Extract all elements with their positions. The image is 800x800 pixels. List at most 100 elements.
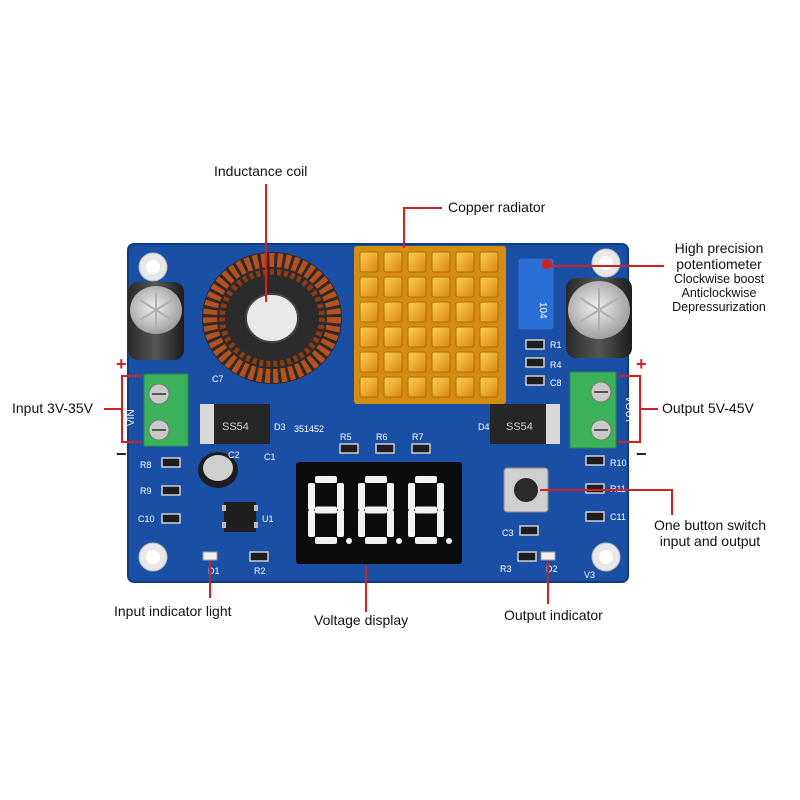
output-terminal: [569, 371, 617, 449]
chip-u1: [222, 502, 258, 532]
display-segment: [408, 483, 415, 510]
display-segment: [337, 483, 344, 510]
heatsink-fin: [407, 251, 427, 273]
smd-component: [375, 443, 395, 454]
display-segment: [415, 476, 437, 483]
output-minus-mark: −: [636, 444, 647, 464]
smd-component: [525, 357, 545, 368]
smd-component: [161, 513, 181, 524]
heatsink-fin: [431, 251, 451, 273]
display-segment: [315, 506, 337, 514]
display-segment: [365, 506, 387, 514]
label-output-indicator: Output indicator: [504, 607, 603, 623]
label-output-range: Output 5V-45V: [662, 400, 754, 416]
heatsink-fin: [479, 276, 499, 298]
potentiometer-line-5: Depressurization: [672, 300, 766, 314]
mounting-hole: [138, 252, 168, 282]
display-decimal-point: [446, 538, 452, 544]
copper-radiator: [354, 246, 506, 404]
display-segment: [408, 510, 415, 537]
display-segment: [365, 476, 387, 483]
leader-input: [104, 375, 142, 443]
smd-component: [585, 511, 605, 522]
heatsink-fin: [455, 326, 475, 348]
silk-u1: U1: [262, 514, 274, 524]
heatsink-fin: [431, 376, 451, 398]
heatsink-fin: [455, 351, 475, 373]
silk-d3: D3: [274, 422, 286, 432]
silk-d4: D4: [478, 422, 490, 432]
display-segment: [308, 510, 315, 537]
heatsink-fin: [479, 351, 499, 373]
heatsink-fin: [359, 276, 379, 298]
heatsink-fin: [479, 251, 499, 273]
silk-c7: C7: [212, 374, 224, 384]
silk-c10: C10: [138, 514, 155, 524]
display-decimal-point: [346, 538, 352, 544]
smd-component: [519, 525, 539, 536]
mounting-hole: [138, 542, 168, 572]
heatsink-fin: [431, 351, 451, 373]
heatsink-fin: [383, 326, 403, 348]
label-copper-radiator: Copper radiator: [448, 199, 546, 215]
heatsink-fin: [407, 276, 427, 298]
smd-component: [525, 375, 545, 386]
display-segment: [308, 483, 315, 510]
silk-r10: R10: [610, 458, 627, 468]
leader-output: [618, 375, 658, 443]
mounting-hole: [591, 542, 621, 572]
display-segment: [365, 537, 387, 544]
small-capacitor: [198, 452, 238, 488]
silk-r8: R8: [140, 460, 152, 470]
input-led: [202, 551, 218, 561]
silk-v3: V3: [584, 570, 595, 580]
heatsink-fin: [359, 351, 379, 373]
label-inductance-coil: Inductance coil: [214, 163, 308, 179]
silk-c1: C1: [264, 452, 276, 462]
label-voltage-display: Voltage display: [314, 612, 409, 628]
leader-button: [540, 489, 673, 515]
heatsink-fin: [431, 276, 451, 298]
display-segment: [387, 483, 394, 510]
input-capacitor: [128, 282, 184, 360]
label-input-indicator: Input indicator light: [114, 603, 232, 619]
label-potentiometer: High precision potentiometer Clockwise b…: [664, 240, 774, 314]
silk-c2: C2: [228, 450, 240, 460]
smd-component: [517, 551, 537, 562]
smd-component: [411, 443, 431, 454]
smd-component: [525, 339, 545, 350]
display-segment: [415, 506, 437, 514]
leader-radiator: [403, 207, 442, 248]
silk-r7: R7: [412, 432, 424, 442]
heatsink-fin: [407, 351, 427, 373]
silk-r5: R5: [340, 432, 352, 442]
voltage-display: [296, 462, 462, 564]
display-segment: [415, 537, 437, 544]
input-plus-mark: +: [116, 354, 127, 374]
potentiometer-line-3: Clockwise boost: [673, 272, 765, 286]
silk-d2: D2: [546, 564, 558, 574]
potentiometer: 104: [517, 257, 555, 331]
silk-r6: R6: [376, 432, 388, 442]
heatsink-fin: [359, 326, 379, 348]
smd-component: [585, 455, 605, 466]
potentiometer-line-4: Anticlockwise: [681, 286, 757, 300]
heatsink-fin: [479, 301, 499, 323]
silk-vout: VOUT: [623, 396, 634, 424]
heatsink-fin: [431, 326, 451, 348]
heatsink-fin: [359, 301, 379, 323]
pot-code-text: 104: [537, 302, 548, 319]
heatsink-fin: [359, 251, 379, 273]
display-digit: [358, 476, 402, 544]
diode-code-text: SS54: [506, 421, 533, 433]
heatsink-fin: [383, 276, 403, 298]
label-input-range: Input 3V-35V: [12, 400, 93, 416]
heatsink-fin: [359, 376, 379, 398]
silk-vin: VIN: [126, 409, 137, 426]
display-segment: [437, 483, 444, 510]
heatsink-fin: [479, 376, 499, 398]
display-segment: [337, 510, 344, 537]
heatsink-fin: [455, 251, 475, 273]
silk-c11: C11: [610, 512, 626, 522]
